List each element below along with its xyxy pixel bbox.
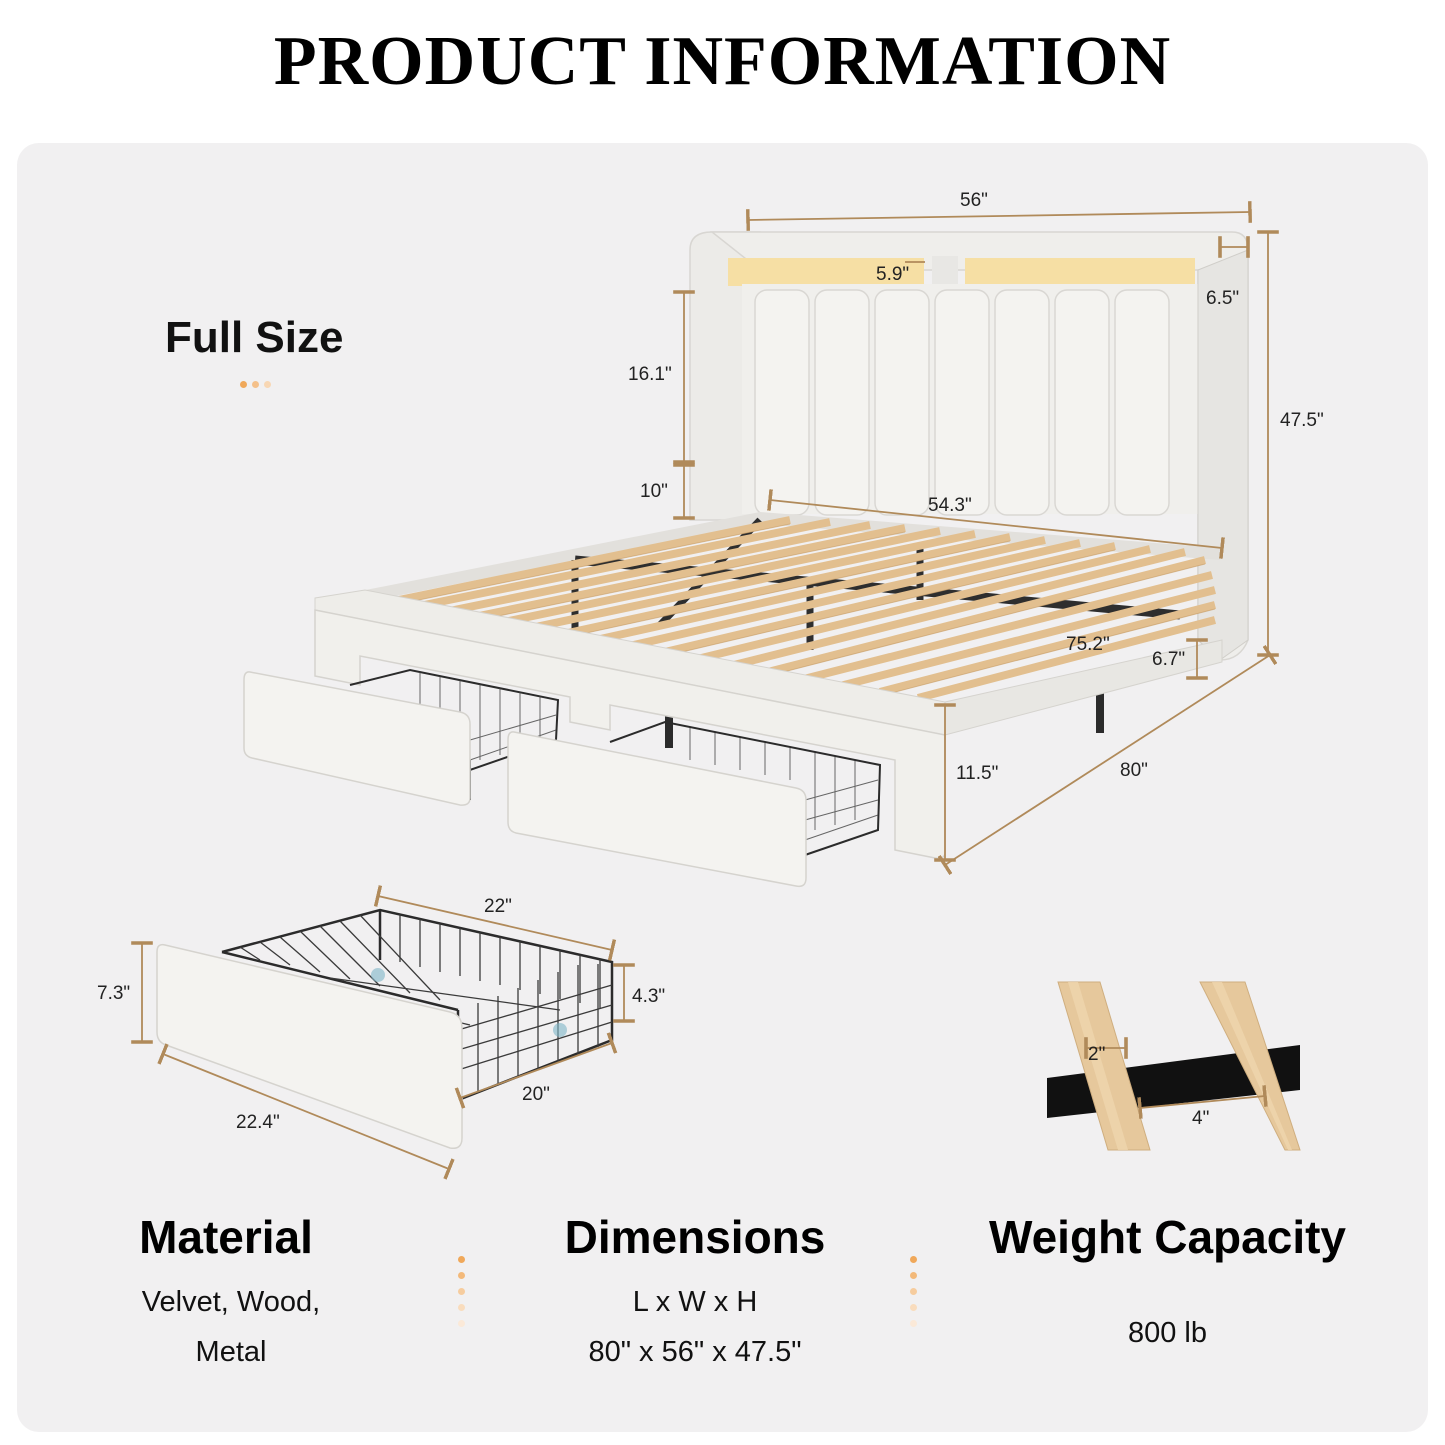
dim-shelf-gap: 5.9" xyxy=(876,264,910,285)
page-title: PRODUCT INFORMATION xyxy=(273,23,1172,100)
spec-dimensions-heading: Dimensions xyxy=(564,1211,826,1263)
spec-weight-value: 800 lb xyxy=(1127,1317,1207,1349)
dim-side-depth: 6.5" xyxy=(1206,288,1240,309)
spec-material-heading: Material xyxy=(139,1211,313,1263)
dim-basket-length: 22" xyxy=(484,896,512,917)
dim-basket-height: 4.3" xyxy=(632,986,666,1007)
drawer-illustration xyxy=(156,908,614,1150)
dim-slat-width: 2" xyxy=(1088,1044,1106,1065)
dim-top-width: 56" xyxy=(960,190,988,211)
spec-weight-heading: Weight Capacity xyxy=(989,1211,1346,1263)
spec-dimensions-line1: L x W x H xyxy=(632,1286,758,1318)
spec-material-line1: Velvet, Wood, xyxy=(141,1286,321,1318)
slat-illustration xyxy=(1047,981,1301,1151)
dim-rail-height: 6.7" xyxy=(1152,649,1186,670)
bed-illustration xyxy=(243,231,1249,888)
spec-material-line2: Metal xyxy=(195,1336,267,1368)
drawer-dimension-lines xyxy=(131,885,635,1180)
dim-slat-gap: 4" xyxy=(1192,1108,1210,1129)
dim-inner-length: 75.2" xyxy=(1066,634,1110,655)
dim-front-height: 7.3" xyxy=(97,983,131,1004)
accent-dots xyxy=(240,375,276,393)
dim-total-height: 47.5" xyxy=(1280,410,1324,431)
dim-inner-width: 54.3" xyxy=(928,495,972,516)
dim-front-width: 22.4" xyxy=(236,1112,280,1133)
bed-dimension-lines xyxy=(673,201,1279,876)
divider-dots-1 xyxy=(458,1256,468,1336)
dim-headboard-panel: 16.1" xyxy=(628,364,672,385)
size-label: Full Size xyxy=(165,313,344,362)
divider-dots-2 xyxy=(910,1256,920,1336)
spec-dimensions-line2: 80" x 56" x 47.5" xyxy=(588,1336,802,1368)
slat-dimension-lines xyxy=(1084,1037,1268,1119)
dim-total-length: 80" xyxy=(1120,760,1148,781)
dim-under-headboard: 10" xyxy=(640,481,668,502)
dim-basket-depth: 20" xyxy=(522,1084,550,1105)
dim-leg-height: 11.5" xyxy=(956,763,999,784)
